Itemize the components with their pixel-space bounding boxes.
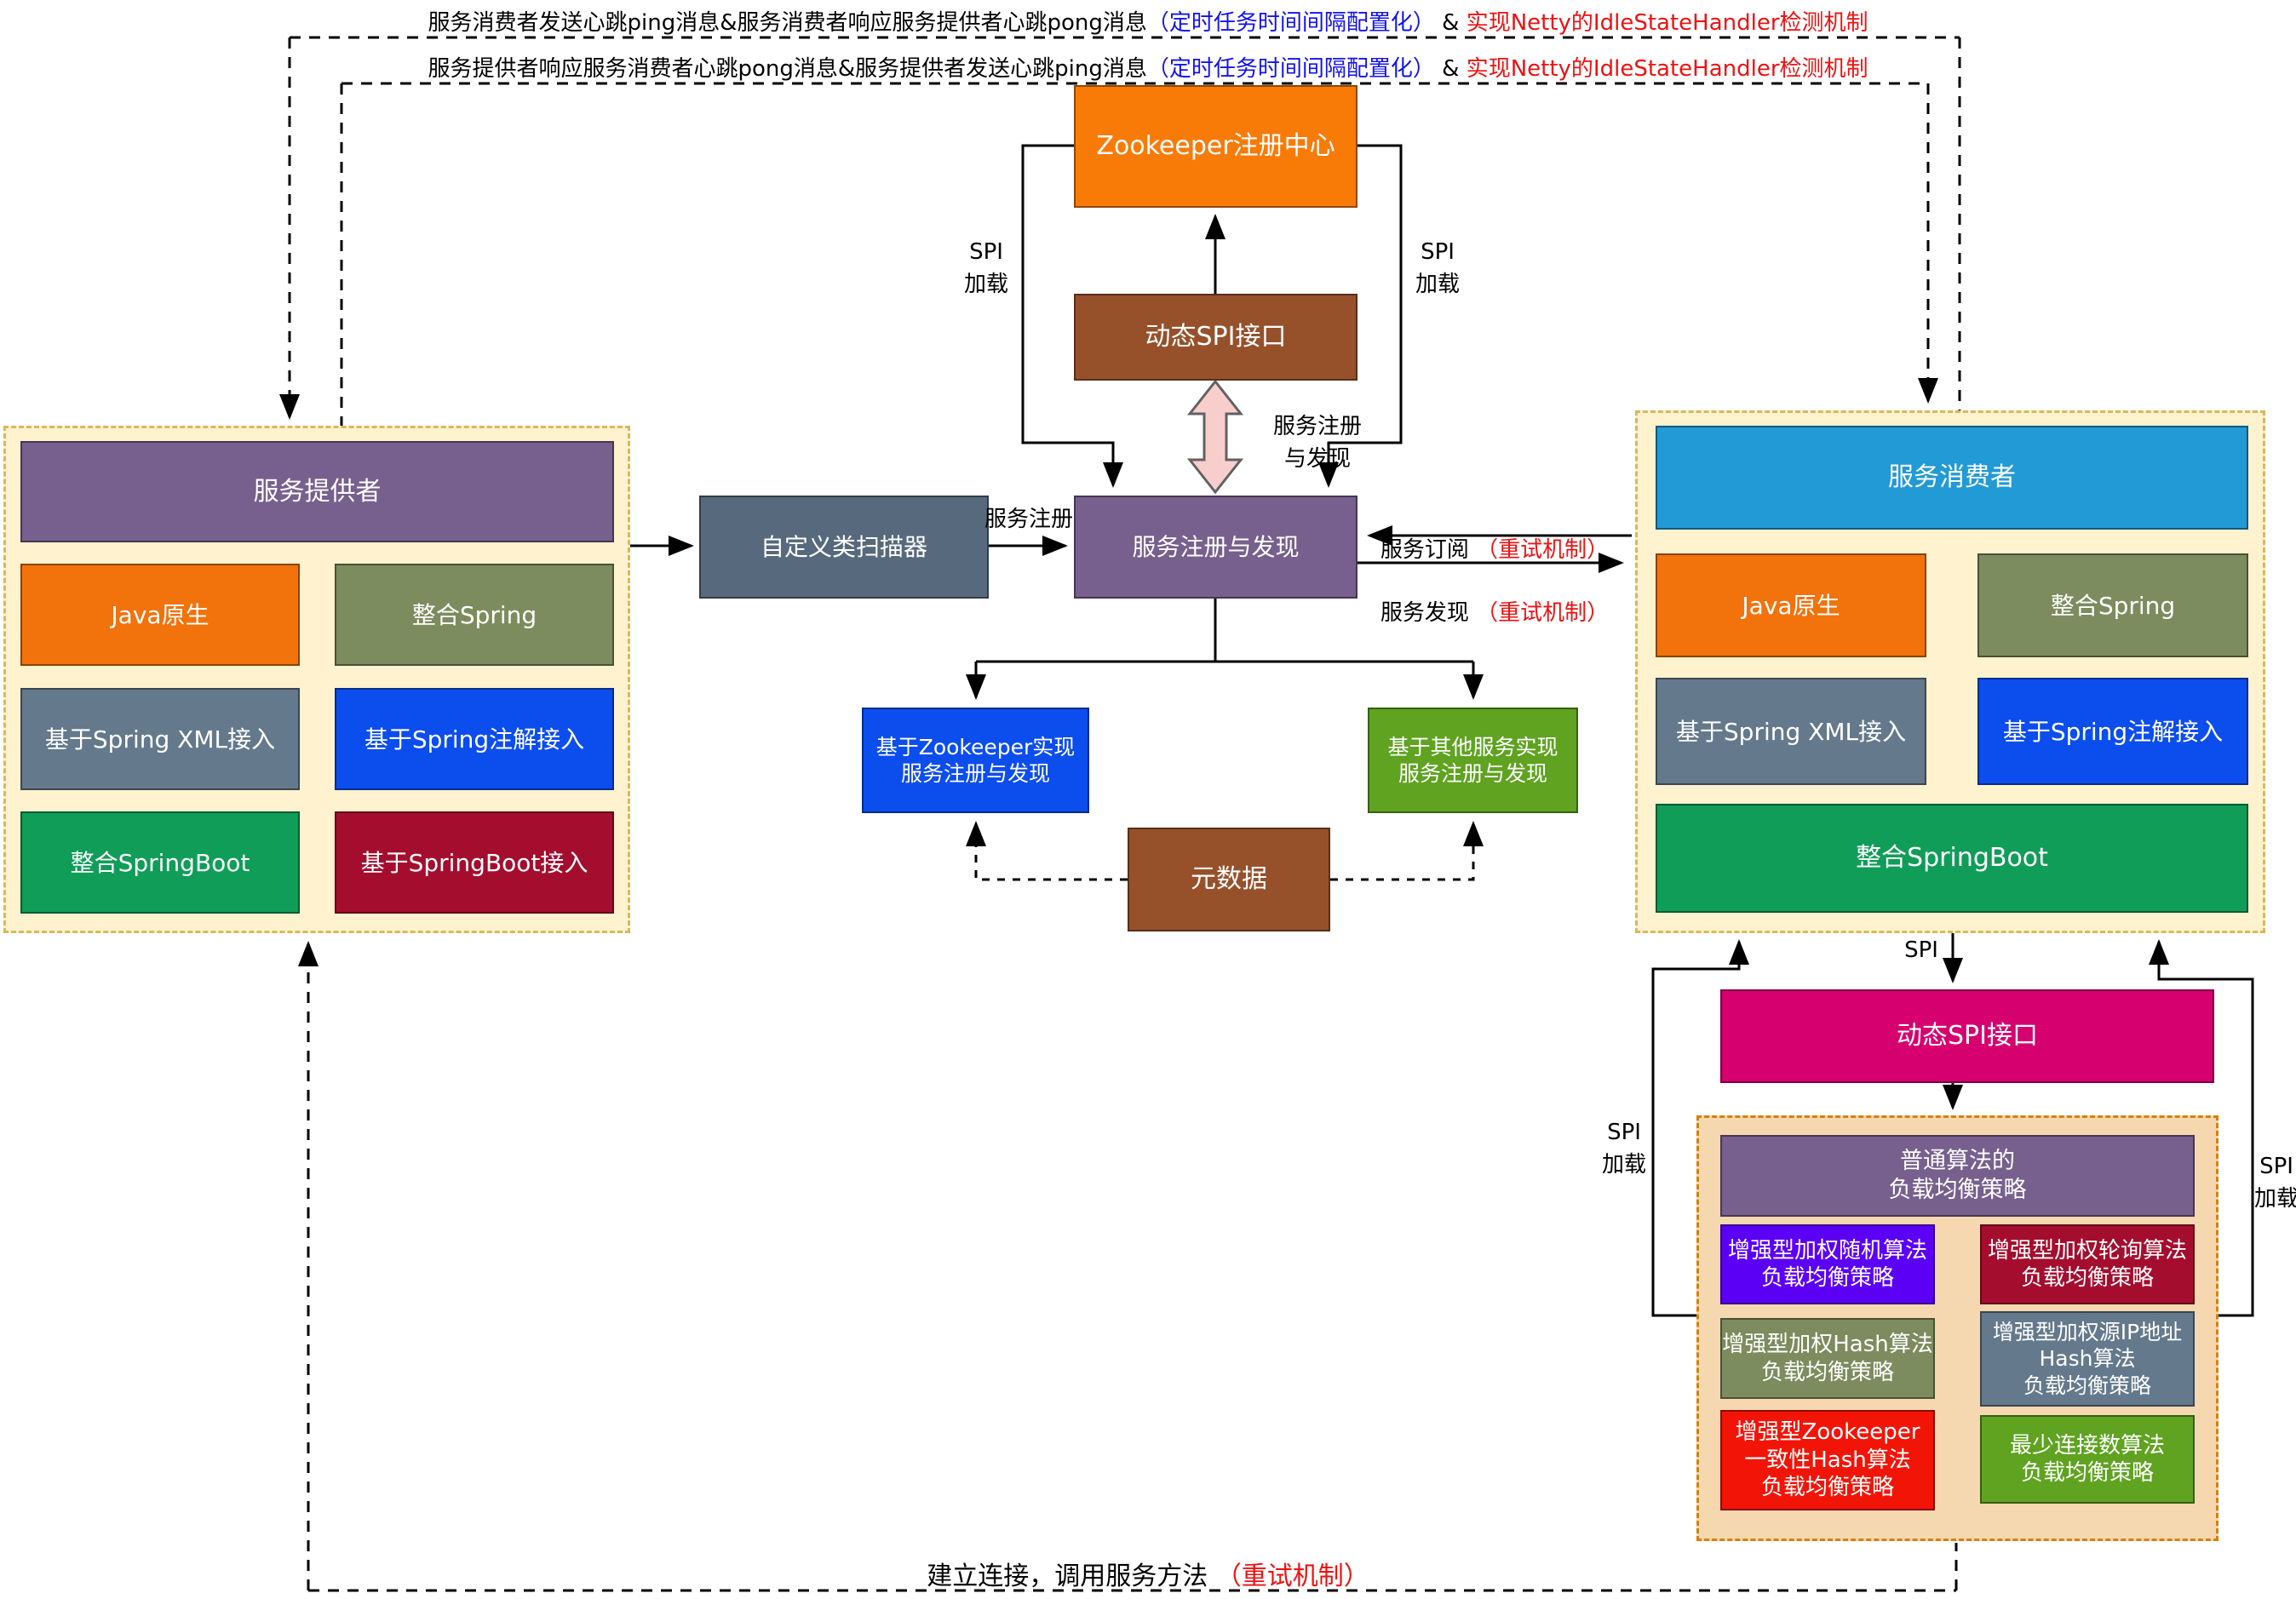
heartbeat2-amp: & bbox=[1434, 56, 1467, 82]
spi-load-left-path bbox=[1021, 144, 1123, 488]
metadata-links bbox=[966, 821, 1484, 881]
metadata-to-zk-impl bbox=[966, 821, 1128, 881]
least-connections-box: 最少连接数算法 负载均衡策略 bbox=[1980, 1415, 2195, 1504]
weighted-roundrobin-box: 增强型加权轮询算法 负载均衡策略 bbox=[1980, 1224, 2195, 1304]
heartbeat2-black: 服务提供者响应服务消费者心跳pong消息&服务提供者发送心跳ping消息 bbox=[428, 56, 1147, 82]
heartbeat1-amp: & bbox=[1434, 10, 1467, 36]
consumer-spring-annotation-box: 基于Spring注解接入 bbox=[1977, 678, 2248, 785]
spi-load-left-label: SPI 加载 bbox=[963, 239, 1008, 297]
other-impl-box: 基于其他服务实现 服务注册与发现 bbox=[1368, 708, 1578, 813]
provider-spring-xml-box: 基于Spring XML接入 bbox=[20, 688, 300, 790]
consumer-java-box: Java原生 bbox=[1656, 553, 1926, 657]
heartbeat-line2-label: 服务提供者响应服务消费者心跳pong消息&服务提供者发送心跳ping消息（定时任… bbox=[0, 51, 2296, 83]
discover-retry: （重试机制） bbox=[1476, 599, 1610, 626]
provider-java-box: Java原生 bbox=[20, 564, 300, 666]
heartbeat1-black: 服务消费者发送心跳ping消息&服务消费者响应服务提供者心跳pong消息 bbox=[428, 10, 1147, 36]
spi-load-right-path bbox=[1318, 144, 1403, 488]
zookeeper-consistent-hash-box: 增强型Zookeeper 一致性Hash算法 负载均衡策略 bbox=[1720, 1410, 1935, 1510]
heartbeat-line1-label: 服务消费者发送心跳ping消息&服务消费者响应服务提供者心跳pong消息（定时任… bbox=[0, 5, 2296, 37]
solid-arrows bbox=[630, 144, 2254, 1317]
source-ip-hash-box: 增强型加权源IP地址 Hash算法 负载均衡策略 bbox=[1980, 1311, 2195, 1407]
provider-spring-box: 整合Spring bbox=[335, 564, 614, 666]
weighted-hash-box: 增强型加权Hash算法 负载均衡策略 bbox=[1720, 1318, 1935, 1399]
connect-call-label: 建立连接，调用服务方法 （重试机制） bbox=[0, 1555, 2296, 1592]
consumer-spring-box: 整合Spring bbox=[1977, 553, 2248, 657]
metadata-to-other-impl bbox=[1330, 821, 1484, 881]
zookeeper-registry-box: Zookeeper注册中心 bbox=[1074, 85, 1358, 208]
metadata-box: 元数据 bbox=[1128, 828, 1330, 931]
connect-call-retry: （重试机制） bbox=[1215, 1562, 1369, 1591]
class-scanner-box: 自定义类扫描器 bbox=[699, 496, 989, 599]
heartbeat2-blue: （定时任务时间间隔配置化） bbox=[1146, 56, 1435, 82]
provider-springboot-join-box: 基于SpringBoot接入 bbox=[335, 811, 614, 914]
weighted-random-box: 增强型加权随机算法 负载均衡策略 bbox=[1720, 1224, 1935, 1304]
service-register-label: 服务注册 bbox=[984, 507, 1073, 532]
register-discover-double-arrow bbox=[1186, 379, 1244, 495]
normal-lb-strategy-box: 普通算法的 负载均衡策略 bbox=[1720, 1135, 2195, 1217]
spi-label: SPI bbox=[1904, 937, 1938, 963]
service-discover-label: 服务发现 （重试机制） bbox=[1354, 565, 1635, 629]
discover-black: 服务发现 bbox=[1380, 599, 1477, 626]
consumer-spring-xml-box: 基于Spring XML接入 bbox=[1656, 678, 1926, 785]
lb-return-right-path bbox=[2149, 939, 2254, 1317]
consumer-title-box: 服务消费者 bbox=[1656, 426, 2248, 530]
heartbeat1-red: 实现Netty的IdleStateHandler检测机制 bbox=[1466, 10, 1868, 36]
dynamic-spi-bottom-box: 动态SPI接口 bbox=[1720, 989, 2214, 1083]
service-subscribe-label: 服务订阅 （重试机制） bbox=[1354, 502, 1635, 566]
provider-spring-annotation-box: 基于Spring注解接入 bbox=[335, 688, 614, 790]
consumer-springboot-box: 整合SpringBoot bbox=[1656, 804, 2248, 913]
register-discover-label: 服务注册 与发现 bbox=[1272, 414, 1362, 472]
spi-load-bottom-left-label: SPI 加载 bbox=[1601, 1120, 1646, 1178]
lb-return-left-path bbox=[1651, 939, 1749, 1317]
spi-load-right-label: SPI 加载 bbox=[1415, 239, 1460, 297]
heartbeat-routes bbox=[279, 36, 1961, 1592]
heartbeat2-red: 实现Netty的IdleStateHandler检测机制 bbox=[1466, 56, 1868, 82]
subscribe-retry: （重试机制） bbox=[1476, 536, 1610, 563]
heartbeat1-blue: （定时任务时间间隔配置化） bbox=[1146, 10, 1435, 36]
provider-title-box: 服务提供者 bbox=[20, 441, 614, 542]
connect-call-black: 建立连接，调用服务方法 bbox=[927, 1562, 1216, 1591]
registry-discovery-box: 服务注册与发现 bbox=[1074, 496, 1358, 599]
subscribe-black: 服务订阅 bbox=[1380, 536, 1477, 563]
spi-load-bottom-right-label: SPI 加载 bbox=[2253, 1154, 2296, 1212]
dynamic-spi-top-box: 动态SPI接口 bbox=[1074, 294, 1358, 381]
zookeeper-impl-box: 基于Zookeeper实现 服务注册与发现 bbox=[862, 708, 1089, 813]
provider-springboot-box: 整合SpringBoot bbox=[20, 811, 300, 914]
